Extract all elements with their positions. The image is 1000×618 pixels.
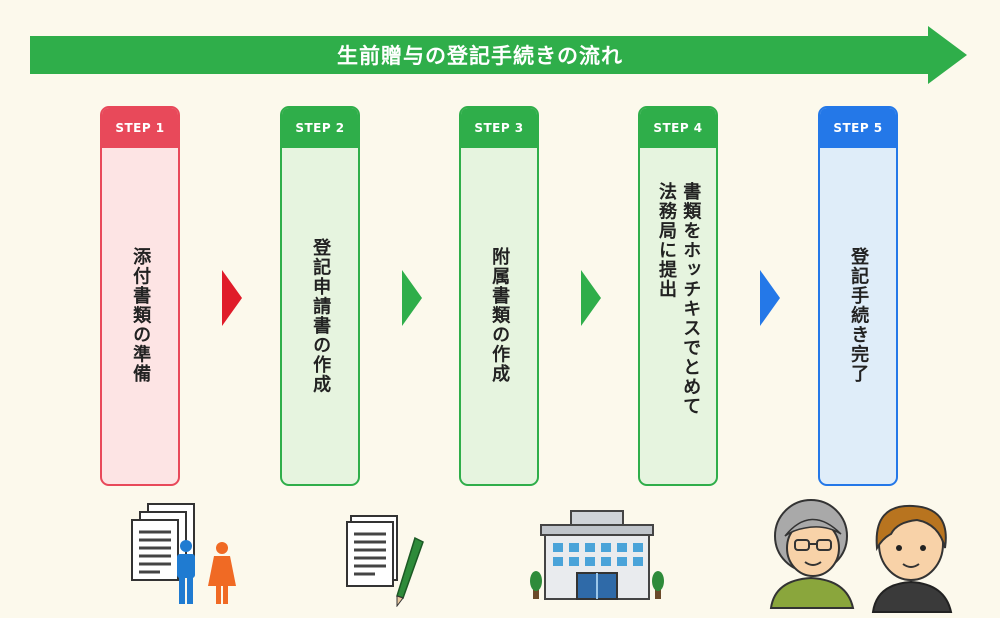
step-description-line: 登記申請書の作成: [310, 237, 332, 394]
step-description-line: 書類をホッチキスでとめて: [680, 182, 702, 416]
flow-banner-arrow: [30, 26, 967, 84]
banner-title: 生前贈与の登記手続きの流れ: [337, 44, 623, 68]
step-card-4: STEP 4 書類をホッチキスでとめて 法務局に提出: [638, 106, 718, 486]
step-card-1: STEP 1 添付書類の準備: [100, 106, 180, 486]
step-card-5: STEP 5 登記手続き完了: [818, 106, 898, 486]
step-card-3: STEP 3 附属書類の作成: [459, 106, 539, 486]
step-description-line: 登記手続き完了: [848, 247, 870, 384]
legal-affairs-bureau-building-icon: [530, 510, 664, 600]
step-label: STEP 5: [820, 108, 896, 148]
step-arrow-2-3: [402, 270, 422, 326]
step-label: STEP 3: [461, 108, 537, 148]
step-card-2: STEP 2 登記申請書の作成: [280, 106, 360, 486]
step-arrow-3-4: [581, 270, 601, 326]
step-description-line: 法務局に提出: [656, 182, 677, 299]
step-description: 登記手続き完了: [846, 247, 870, 384]
step-description: 登記申請書の作成: [308, 238, 332, 394]
step-arrow-4-5: [760, 270, 780, 326]
step-description-line: 附属書類の作成: [489, 247, 511, 384]
step-description: 書類をホッチキスでとめて 法務局に提出: [654, 182, 703, 416]
step-label: STEP 4: [640, 108, 716, 148]
step-description: 添付書類の準備: [128, 247, 152, 384]
step-label: STEP 2: [282, 108, 358, 148]
step-arrow-1-2: [222, 270, 242, 326]
step-description: 附属書類の作成: [487, 247, 511, 384]
step-label: STEP 1: [102, 108, 178, 148]
documents-and-couple-icon: [131, 503, 236, 604]
step-description-line: 添付書類の準備: [130, 247, 152, 384]
elderly-parent-and-child-icon: [769, 499, 953, 613]
document-and-pen-icon: [346, 515, 424, 607]
